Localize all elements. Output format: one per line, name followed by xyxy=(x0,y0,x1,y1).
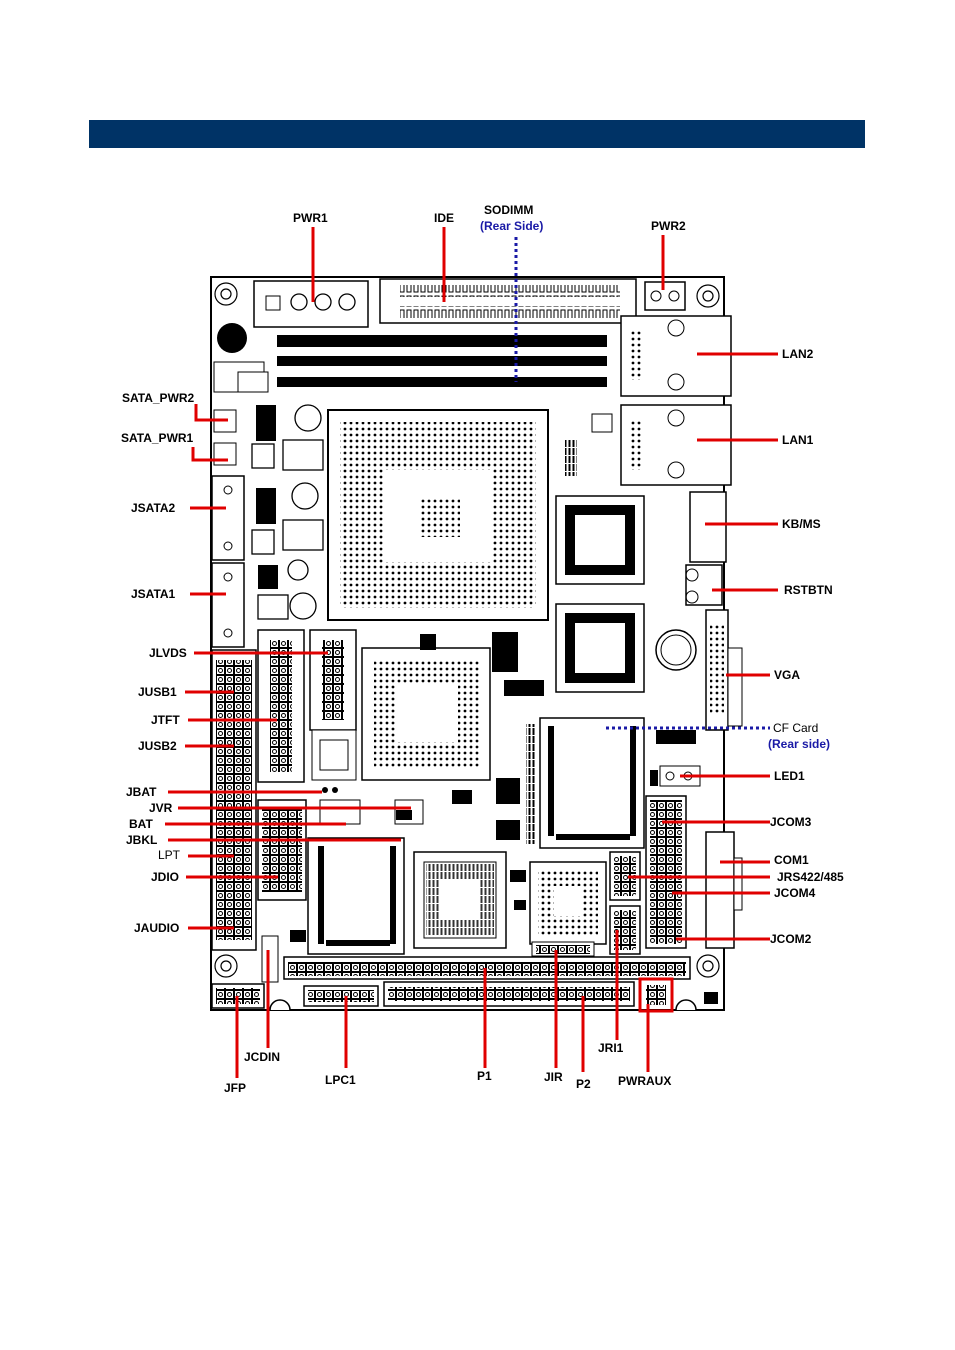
label-jrs422: JRS422/485 xyxy=(777,870,844,884)
label-pwraux: PWRAUX xyxy=(618,1074,671,1088)
lpc1-connector xyxy=(304,986,378,1006)
label-ide: IDE xyxy=(434,211,454,225)
label-p2: P2 xyxy=(576,1077,591,1091)
label-sodimm: SODIMM xyxy=(484,203,533,217)
jsata1-connector xyxy=(212,563,244,647)
label-jbat: JBAT xyxy=(126,785,157,799)
label-jsata2: JSATA2 xyxy=(131,501,176,515)
label-pwr2: PWR2 xyxy=(651,219,686,233)
p1-connector xyxy=(284,957,690,979)
label-jusb1: JUSB1 xyxy=(138,685,177,699)
label-jfp: JFP xyxy=(224,1081,246,1095)
label-cf-card: CF Card xyxy=(773,721,818,735)
audio-chip xyxy=(414,852,506,948)
label-led1: LED1 xyxy=(774,769,805,783)
label-jvr: JVR xyxy=(149,801,173,815)
cf-card-chip xyxy=(540,718,644,848)
label-jir: JIR xyxy=(544,1070,563,1084)
label-jcom3: JCOM3 xyxy=(770,815,812,829)
serial-chip xyxy=(530,862,606,944)
pwr1-connector xyxy=(254,281,368,327)
label-sata-pwr2: SATA_PWR2 xyxy=(122,391,195,405)
label-jdio: JDIO xyxy=(151,870,179,884)
super-io-chip xyxy=(308,838,404,954)
label-p1: P1 xyxy=(477,1069,492,1083)
lan1-port xyxy=(621,405,731,485)
jsata2-connector xyxy=(212,476,244,560)
label-jusb2: JUSB2 xyxy=(138,739,177,753)
label-lan2: LAN2 xyxy=(782,347,814,361)
label-com1: COM1 xyxy=(774,853,809,867)
label-jsata1: JSATA1 xyxy=(131,587,176,601)
south-bridge-chip xyxy=(362,648,490,780)
p2-connector xyxy=(384,982,634,1006)
vga-connector xyxy=(706,610,742,730)
label-cf-card-note: (Rear side) xyxy=(768,737,830,751)
label-jri1: JRI1 xyxy=(598,1041,624,1055)
label-bat: BAT xyxy=(129,817,153,831)
label-jtft: JTFT xyxy=(151,713,180,727)
label-kbms: KB/MS xyxy=(782,517,821,531)
label-lpc1: LPC1 xyxy=(325,1073,356,1087)
sodimm-strip xyxy=(277,335,607,387)
cpu-socket xyxy=(328,410,548,620)
label-sata-pwr1: SATA_PWR1 xyxy=(121,431,194,445)
lan-controller-1 xyxy=(556,496,644,584)
label-lan1: LAN1 xyxy=(782,433,814,447)
label-pwr1: PWR1 xyxy=(293,211,328,225)
board xyxy=(211,277,742,1011)
label-jlvds: JLVDS xyxy=(149,646,187,660)
label-jcom2: JCOM2 xyxy=(770,932,812,946)
label-jcdin: JCDIN xyxy=(244,1050,280,1064)
label-rstbtn: RSTBTN xyxy=(784,583,833,597)
label-lpt: LPT xyxy=(158,848,181,862)
label-vga: VGA xyxy=(774,668,800,682)
ide-connector xyxy=(380,279,636,323)
lan2-port xyxy=(621,316,731,396)
label-jaudio: JAUDIO xyxy=(134,921,179,935)
label-sodimm-note: (Rear Side) xyxy=(480,219,543,233)
label-jbkl: JBKL xyxy=(126,833,157,847)
label-jcom4: JCOM4 xyxy=(774,886,816,900)
lan-controller-2 xyxy=(556,604,644,692)
